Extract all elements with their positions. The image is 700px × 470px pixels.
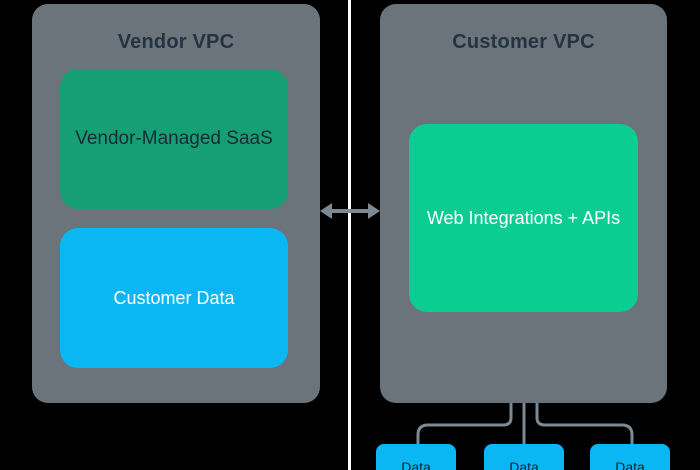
network-boundary-line <box>348 0 351 470</box>
vendor-vpc-container: Vendor VPC Vendor-Managed SaaS Customer … <box>32 4 320 403</box>
data-source-box: Data <box>376 444 456 470</box>
customer-vpc-container: Customer VPC Web Integrations + APIs <box>380 4 667 403</box>
vendor-managed-saas-label: Vendor-Managed SaaS <box>75 128 273 149</box>
data-source-box: Data <box>590 444 670 470</box>
vendor-vpc-title: Vendor VPC <box>117 31 235 53</box>
customer-vpc-title: Customer VPC <box>452 31 595 53</box>
bidirectional-arrow-icon <box>320 203 380 219</box>
data-source-box: Data <box>484 444 564 470</box>
data-source-connector <box>416 403 634 446</box>
customer-data-label: Customer Data <box>113 287 235 308</box>
customer-data-box: Customer Data <box>60 228 288 368</box>
vendor-managed-saas-box: Vendor-Managed SaaS <box>60 69 288 209</box>
web-integrations-label: Web Integrations + APIs <box>426 207 621 228</box>
web-integrations-box: Web Integrations + APIs <box>409 124 638 312</box>
